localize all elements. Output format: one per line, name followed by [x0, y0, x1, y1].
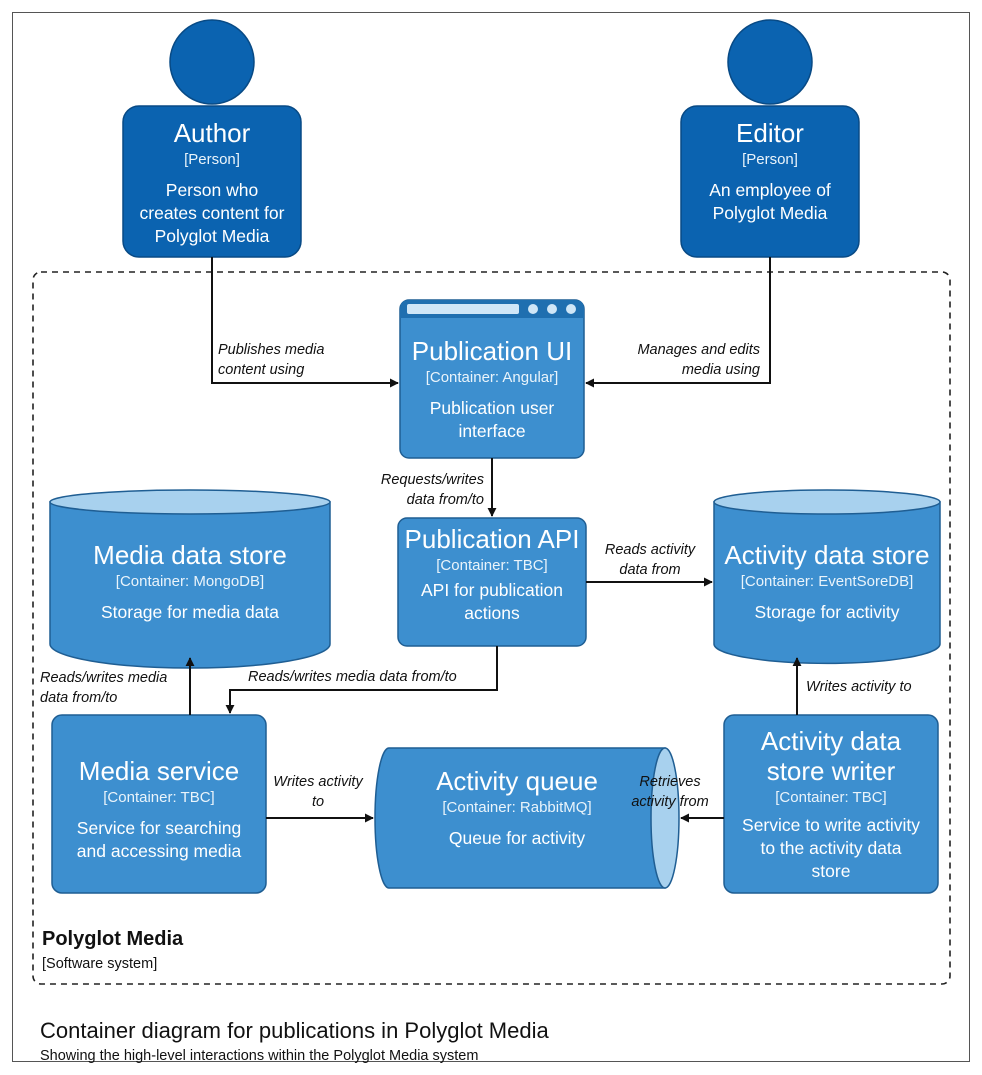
diagram-frame [12, 12, 970, 1062]
node-description: Queue for activity [448, 828, 586, 848]
edge-label-api-media-service: Reads/writes media data from/to [248, 669, 457, 685]
boundary-name: Polyglot Media [42, 928, 184, 950]
node-description: Service for searching and accessing medi… [76, 818, 242, 861]
browser-dot-icon [547, 304, 557, 314]
edge-api-media-service [225, 646, 498, 714]
activity-data-store-node [713, 489, 941, 665]
activity-writer-node [723, 714, 939, 894]
edge-editor-ui [585, 257, 771, 388]
edge-label-writer-store: Writes activity to [806, 679, 912, 695]
node-name: Author [173, 118, 251, 148]
system-boundary [32, 271, 951, 985]
diagram-subtitle: Showing the high-level interactions with… [40, 1048, 479, 1064]
activity-data-store-text: Activity data store [Container: EventSor… [714, 540, 940, 624]
node-description: Person who creates content for Polyglot … [139, 180, 285, 246]
author-text: Author [Person] Person who creates conte… [123, 118, 301, 248]
activity-writer-text: Activity data store writer [Container: T… [724, 726, 938, 883]
browser-dot-icon [528, 304, 538, 314]
node-type: [Container: TBC] [775, 789, 887, 806]
edge-label-media-service-store: Reads/writes media data from/to [40, 670, 168, 706]
node-description: Service to write activity to the activit… [742, 815, 920, 881]
author-node [122, 19, 302, 258]
node-name: Activity data store [724, 540, 930, 570]
publication-ui-node [399, 299, 585, 459]
node-name: Publication UI [411, 336, 573, 366]
diagram-title: Container diagram for publications in Po… [40, 1018, 549, 1043]
node-name: Media data store [93, 540, 287, 570]
media-service-text: Media service [Container: TBC] Service f… [52, 756, 266, 863]
activity-queue-text: Activity queue [Container: RabbitMQ] Que… [376, 766, 658, 850]
editor-text: Editor [Person] An employee of Polyglot … [681, 118, 859, 225]
publication-ui-text: Publication UI [Container: Angular] Publ… [400, 336, 584, 443]
node-type: [Container: RabbitMQ] [442, 799, 592, 816]
node-name: Editor [736, 118, 804, 148]
edge-label-ui-api: Requests/writes data from/to [380, 472, 484, 508]
edge-label-editor-ui: Manages and edits media using [637, 342, 760, 378]
node-type: [Container: EventSoreDB] [740, 573, 914, 590]
media-data-store-node [49, 489, 331, 669]
publication-api-text: Publication API [Container: TBC] API for… [398, 524, 586, 625]
node-type: [Container: TBC] [103, 789, 215, 806]
browser-address-bar [407, 304, 519, 314]
node-type: [Container: MongoDB] [115, 573, 265, 590]
edge-label-media-service-queue: Writes activity to [273, 774, 363, 810]
node-type: [Person] [184, 151, 240, 168]
node-type: [Container: TBC] [436, 557, 548, 574]
node-description: Publication user interface [429, 398, 555, 441]
browser-dot-icon [566, 304, 576, 314]
node-type: [Container: Angular] [425, 369, 559, 386]
node-description: An employee of Polyglot Media [709, 180, 831, 223]
node-name: Activity data store writer [760, 726, 902, 786]
edge-label-author-ui: Publishes media content using [218, 342, 325, 378]
node-description: Storage for media data [100, 602, 280, 622]
media-data-store-text: Media data store [Container: MongoDB] St… [50, 540, 330, 624]
node-name: Activity queue [436, 766, 598, 796]
node-type: [Person] [742, 151, 798, 168]
edge-label-writer-queue: Retrieves activity from [631, 774, 709, 810]
node-description: API for publication actions [420, 580, 564, 623]
activity-queue-node [374, 747, 680, 889]
edge-author-ui [211, 257, 399, 388]
boundary-type: [Software system] [42, 956, 158, 972]
edge-label-api-activity-store: Reads activity data from [604, 542, 696, 578]
node-description: Storage for activity [754, 602, 900, 622]
node-name: Media service [78, 756, 240, 786]
node-name: Publication API [404, 524, 580, 554]
media-service-node [51, 714, 267, 894]
